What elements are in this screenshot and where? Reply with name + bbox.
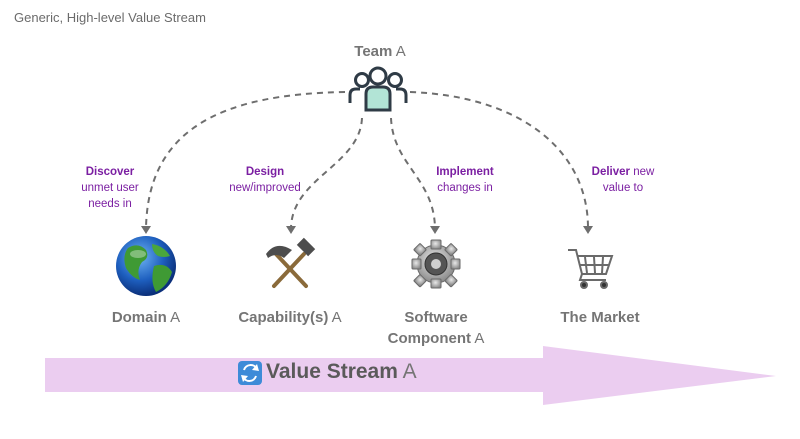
action-verb: Implement: [436, 166, 494, 178]
entity-name-line1: Software: [404, 309, 468, 326]
arrowhead-design: [286, 226, 296, 234]
value-stream-arrow: [45, 346, 776, 405]
entity-name-line2: Component: [387, 330, 471, 347]
connector-design: [290, 117, 363, 229]
team-name: Team: [354, 43, 393, 60]
action-text: changes in: [437, 182, 493, 194]
action-text: new: [633, 166, 655, 178]
entity-name: The Market: [560, 309, 640, 326]
entity-software-component: Software Component A: [376, 307, 496, 349]
diagram-caption: Generic, High-level Value Stream: [14, 10, 206, 25]
action-verb: Deliver: [591, 166, 631, 178]
action-discover: Discover unmet user needs in: [70, 164, 150, 212]
entity-suffix: A: [474, 330, 485, 347]
action-implement: Implement changes in: [420, 164, 510, 196]
team-label: Team A: [320, 43, 440, 60]
connector-discover: [145, 91, 346, 229]
action-design: Design new/improved: [220, 164, 310, 196]
entity-domain: Domain A: [86, 307, 206, 328]
arrowhead-deliver: [583, 226, 593, 234]
globe-icon: [116, 236, 176, 296]
value-stream-name: Value Stream: [266, 360, 398, 383]
value-stream-label: Value Stream A: [266, 360, 417, 384]
value-stream-suffix: A: [402, 360, 417, 383]
entity-market: The Market: [540, 307, 660, 328]
entity-name: Domain: [111, 309, 167, 326]
hammer-pick-icon: [266, 237, 316, 288]
team-suffix: A: [395, 43, 406, 60]
arrowhead-implement: [430, 226, 440, 234]
entity-suffix: A: [170, 309, 181, 326]
action-text: new/improved: [229, 182, 301, 194]
arrowhead-discover: [141, 226, 151, 234]
shopping-cart-icon: [568, 249, 614, 289]
action-text: unmet user: [81, 182, 139, 194]
connector-implement: [390, 117, 436, 229]
entity-suffix: A: [331, 309, 342, 326]
action-text: value to: [602, 182, 644, 194]
entity-name: Capability(s): [238, 309, 329, 326]
action-text: needs in: [88, 198, 132, 210]
team-icon: [348, 66, 408, 112]
gear-icon: [411, 239, 461, 289]
action-verb: Design: [245, 166, 285, 178]
action-deliver: Deliver new value to: [578, 164, 668, 196]
connector-deliver: [409, 91, 589, 229]
entity-capability: Capability(s) A: [220, 307, 360, 328]
action-verb: Discover: [85, 166, 135, 178]
refresh-icon: [238, 361, 262, 385]
